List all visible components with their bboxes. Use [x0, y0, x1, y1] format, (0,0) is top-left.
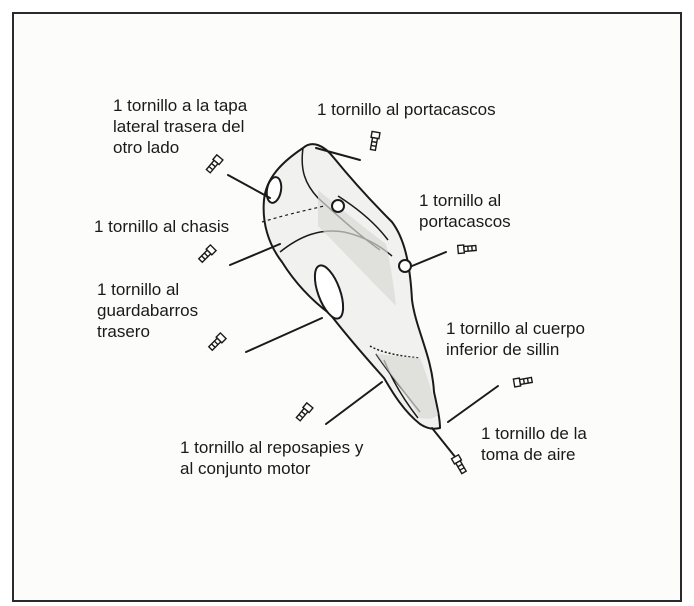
- leader-lines: [227, 147, 499, 459]
- label-line: 1 tornillo al reposapies y: [180, 438, 364, 457]
- label-line: 1 tornillo al cuerpo: [446, 319, 585, 338]
- leader-toma-aire: [431, 427, 457, 459]
- leader-chasis: [229, 243, 281, 266]
- label-line: 1 tornillo a la tapa: [113, 96, 248, 115]
- screw-icon: [450, 453, 468, 475]
- label-line: inferior de sillin: [446, 340, 560, 359]
- label-line: 1 tornillo al chasis: [94, 217, 230, 236]
- screw-icon: [369, 130, 381, 152]
- label-line: 1 tornillo de la: [481, 424, 587, 443]
- label-line: guardabarros: [97, 301, 199, 320]
- leader-tapa-lateral: [227, 174, 271, 199]
- leader-portacascos-top: [315, 147, 361, 161]
- label-line: al conjunto motor: [180, 459, 311, 478]
- screw-icon: [207, 331, 228, 352]
- label-portacascos-top: 1 tornillo al portacascos: [317, 99, 496, 120]
- screw-icon: [456, 244, 477, 255]
- label-line: lateral trasera del: [113, 117, 245, 136]
- label-line: otro lado: [113, 138, 180, 157]
- label-line: portacascos: [419, 212, 511, 231]
- screw-icon: [512, 376, 534, 388]
- label-chasis: 1 tornillo al chasis: [94, 216, 229, 237]
- label-portacascos-right: 1 tornillo al portacascos: [419, 190, 511, 232]
- label-line: 1 tornillo al portacascos: [317, 100, 496, 119]
- label-guardabarros: 1 tornillo al guardabarros trasero: [97, 279, 198, 342]
- screw-icon: [205, 153, 224, 174]
- leader-portacascos-right: [411, 251, 447, 267]
- label-line: toma de aire: [481, 445, 576, 464]
- label-line: trasero: [97, 322, 150, 341]
- screw-icons: [197, 130, 534, 475]
- screw-icon: [197, 243, 218, 264]
- label-toma-aire: 1 tornillo de la toma de aire: [481, 423, 587, 465]
- label-cuerpo-sillin: 1 tornillo al cuerpo inferior de sillin: [446, 318, 585, 360]
- leader-reposapies: [325, 381, 383, 425]
- label-line: 1 tornillo al: [419, 191, 502, 210]
- label-tapa-lateral: 1 tornillo a la tapa lateral trasera del…: [113, 95, 247, 158]
- dashed-guide: [261, 205, 325, 223]
- panel-shading: [318, 190, 438, 419]
- leader-guardabarros: [245, 317, 323, 353]
- label-line: 1 tornillo al: [97, 280, 180, 299]
- screw-icon: [295, 401, 314, 422]
- leader-cuerpo-sillin: [447, 385, 499, 423]
- label-reposapies: 1 tornillo al reposapies y al conjunto m…: [180, 437, 363, 479]
